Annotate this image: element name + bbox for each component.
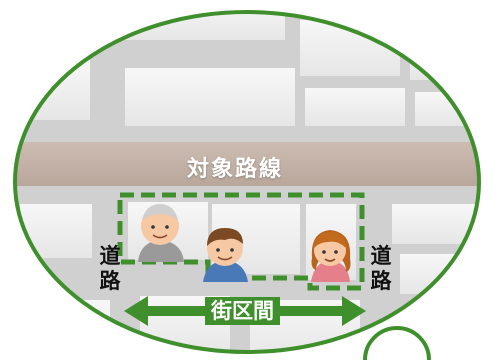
woman-icon	[311, 230, 351, 282]
left-road-label-line1: 道	[99, 244, 121, 268]
building	[20, 300, 110, 352]
focus-ellipse-border	[13, 10, 481, 354]
elderly-person-icon	[138, 204, 184, 262]
man-icon	[203, 228, 248, 282]
building	[400, 254, 479, 294]
building	[125, 68, 295, 126]
left-road-label-line2: 路	[99, 269, 121, 293]
building	[305, 88, 405, 126]
building	[30, 60, 90, 120]
partial-circle-decoration	[363, 326, 431, 361]
building	[115, 12, 285, 40]
right-road-label-line1: 道	[370, 244, 392, 268]
right-road-label-line2: 路	[370, 269, 392, 293]
main-road	[15, 142, 479, 186]
section-label: 街区間	[205, 297, 280, 325]
road-label: 対象路線	[187, 157, 284, 182]
right-road-label: 道 路	[368, 244, 394, 294]
building	[20, 204, 92, 258]
left-road-label: 道 路	[97, 244, 123, 294]
